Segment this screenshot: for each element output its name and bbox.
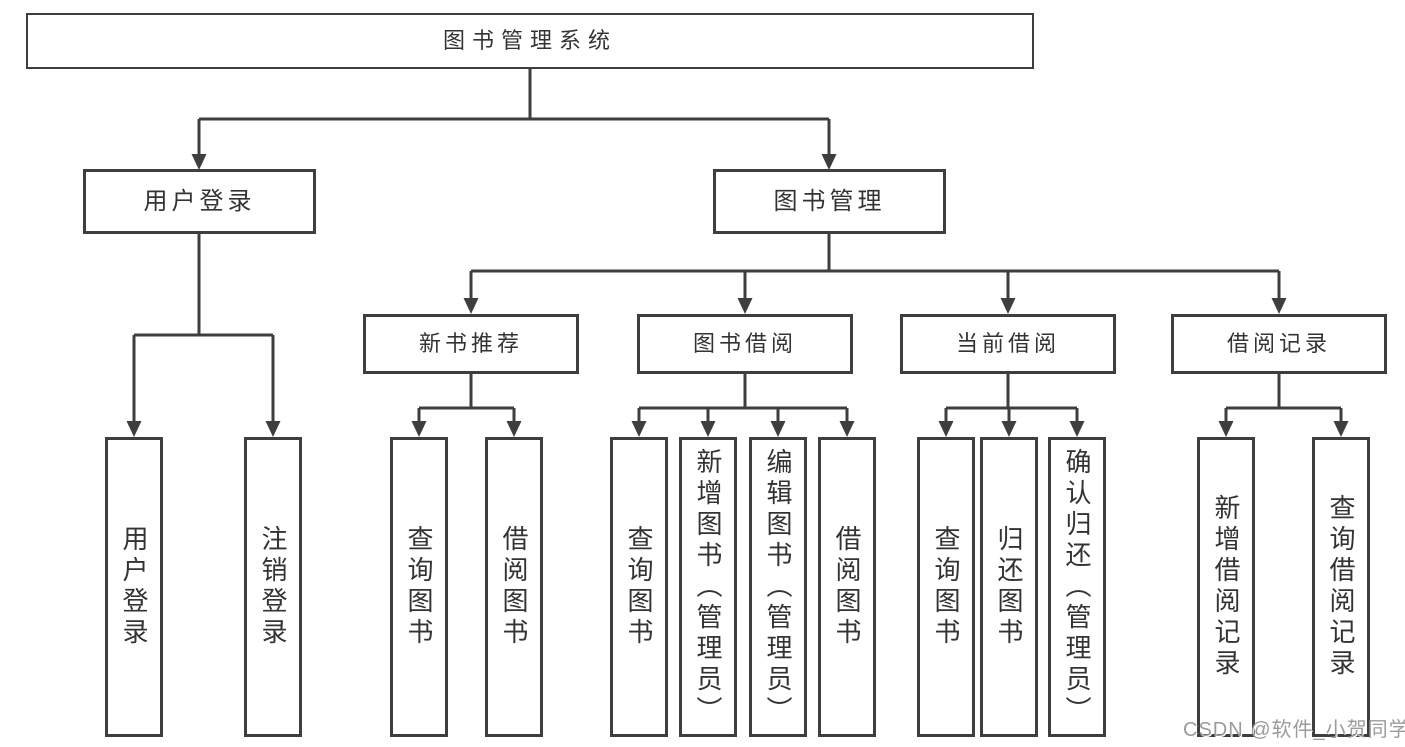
leaf-query-books-current-label: 查询图书: [931, 525, 961, 649]
node-new-book-recommendation: 新书推荐: [363, 314, 579, 374]
leaf-borrow-books-recommend-label: 借阅图书: [499, 525, 529, 649]
leaf-logout: 注销登录: [244, 437, 302, 737]
edge-user-login-to-leaves: [126, 234, 281, 437]
edge-borrowing-records-to-leaves: [1218, 374, 1349, 437]
node-library-management-system: 图书管理系统: [26, 13, 1034, 69]
edge-current-borrowing-to-leaves: [938, 374, 1085, 437]
leaf-return-books-label: 归还图书: [994, 525, 1024, 649]
leaf-query-books-borrow: 查询图书: [610, 437, 668, 737]
leaf-add-borrow-record: 新增借阅记录: [1197, 437, 1255, 737]
node-user-login: 用户登录: [83, 169, 316, 234]
node-book-management: 图书管理: [713, 169, 946, 234]
node-current-borrowing: 当前借阅: [900, 314, 1116, 374]
leaf-query-borrow-record-label: 查询借阅记录: [1326, 494, 1356, 680]
leaf-add-book-admin: 新增图书（管理员）: [679, 437, 737, 737]
leaf-query-books-recommend: 查询图书: [390, 437, 448, 737]
leaf-edit-book-admin-label: 编辑图书（管理员）: [763, 447, 793, 727]
edge-root-to-level2: [191, 69, 837, 170]
leaf-add-borrow-record-label: 新增借阅记录: [1211, 494, 1241, 680]
leaf-borrow-books-recommend: 借阅图书: [485, 437, 543, 737]
edge-new-book-recommendation-to-leaves: [411, 374, 522, 437]
edge-book-borrowing-to-leaves: [631, 374, 855, 437]
watermark: CSDN @软件_小贺同学: [1183, 719, 1405, 741]
leaf-user-login: 用户登录: [105, 437, 163, 737]
leaf-query-books-borrow-label: 查询图书: [624, 525, 654, 649]
leaf-confirm-return-admin: 确认归还（管理员）: [1048, 437, 1106, 737]
node-borrowing-records: 借阅记录: [1171, 314, 1387, 374]
leaf-query-books-current: 查询图书: [917, 437, 975, 737]
leaf-add-book-admin-label: 新增图书（管理员）: [693, 447, 723, 727]
leaf-query-books-recommend-label: 查询图书: [404, 525, 434, 649]
leaf-return-books: 归还图书: [980, 437, 1038, 737]
leaf-confirm-return-admin-label: 确认归还（管理员）: [1062, 447, 1092, 727]
leaf-edit-book-admin: 编辑图书（管理员）: [749, 437, 807, 737]
leaf-borrow-books: 借阅图书: [818, 437, 876, 737]
leaf-borrow-books-label: 借阅图书: [832, 525, 862, 649]
edge-book-management-to-level3: [463, 234, 1287, 314]
leaf-logout-label: 注销登录: [258, 525, 288, 649]
leaf-user-login-label: 用户登录: [119, 525, 149, 649]
node-book-borrowing: 图书借阅: [637, 314, 853, 374]
leaf-query-borrow-record: 查询借阅记录: [1312, 437, 1370, 737]
